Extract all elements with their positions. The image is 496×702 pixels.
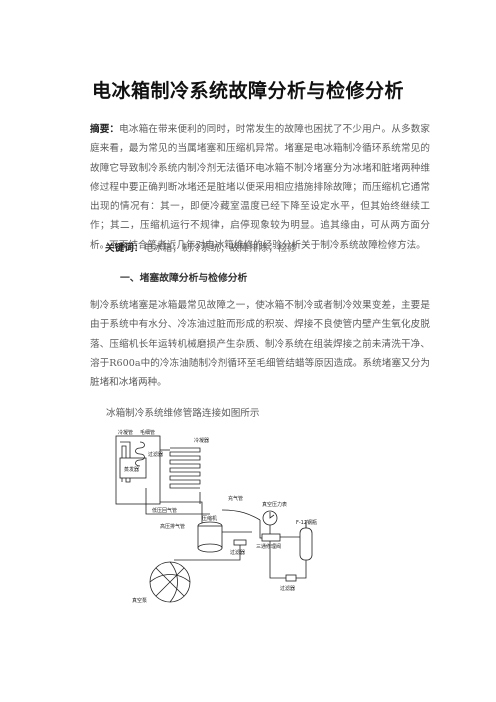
label-evaporator: 蒸发器 (124, 466, 139, 473)
fridge-frame (115, 435, 161, 505)
label-filter-mid: 过滤器 (230, 549, 245, 556)
capillary-coil (135, 441, 145, 467)
three-way-valve (261, 533, 281, 542)
label-charge-tube: 充气管 (228, 495, 243, 502)
label-cylinder: F-12钢瓶 (296, 519, 317, 526)
evaporator-box (119, 457, 147, 479)
filter-bottom-shape (285, 574, 297, 582)
label-vacuum-pump: 真空泵 (132, 597, 147, 604)
condenser-right-coil (169, 447, 201, 489)
label-filter-small: 过滤器 (148, 451, 163, 458)
refrigeration-diagram: 冷凝管 毛细管 蒸发器 过滤器 冷凝器 充气管 真空压力表 压缩机 低压回气管 … (115, 429, 317, 604)
condenser-left-coil (120, 441, 131, 483)
refrigerant-cylinder (299, 527, 313, 561)
label-condenser-left: 冷凝管 (118, 429, 133, 436)
abstract-label: 摘要： (90, 124, 120, 135)
label-compressor: 压缩机 (202, 515, 217, 522)
filter-mid-shape (233, 539, 247, 546)
label-capillary: 毛细管 (140, 429, 155, 436)
section-heading: 一、堵塞故障分析与检修分析 (120, 273, 248, 284)
label-filter-bottom: 过滤器 (280, 585, 295, 592)
label-low-pressure-tube: 低压回气管 (152, 507, 177, 514)
keywords-label: 关键词： (105, 243, 144, 254)
abstract-text: 电冰箱在带来便利的同时，时常发生的故障也困扰了不少用户。从多数家庭来看，最为常见… (90, 124, 431, 251)
label-vacuum-gauge: 真空压力表 (262, 501, 287, 508)
keywords-line: 关键词：电冰箱；制冷系统；故障排除；检修 (105, 240, 297, 254)
label-condenser-right: 冷凝器 (194, 437, 209, 444)
label-three-way-valve: 三通修理阀 (256, 543, 281, 550)
section-body-paragraph: 制冷系统堵塞是冰箱最常见故障之一，使冰箱不制冷或者制冷效果变差，主要是由于系统中… (90, 300, 430, 389)
figure-caption: 冰箱制冷系统维修管路连接如图所示 (106, 408, 260, 419)
keywords-text: 电冰箱；制冷系统；故障排除；检修 (143, 243, 297, 254)
abstract-paragraph: 摘要：电冰箱在带来便利的同时，时常发生的故障也困扰了不少用户。从多数家庭来看，最… (90, 120, 430, 255)
page-title: 电冰箱制冷系统故障分析与检修分析 (91, 80, 404, 102)
label-high-pressure-tube: 高压排气管 (160, 523, 185, 530)
